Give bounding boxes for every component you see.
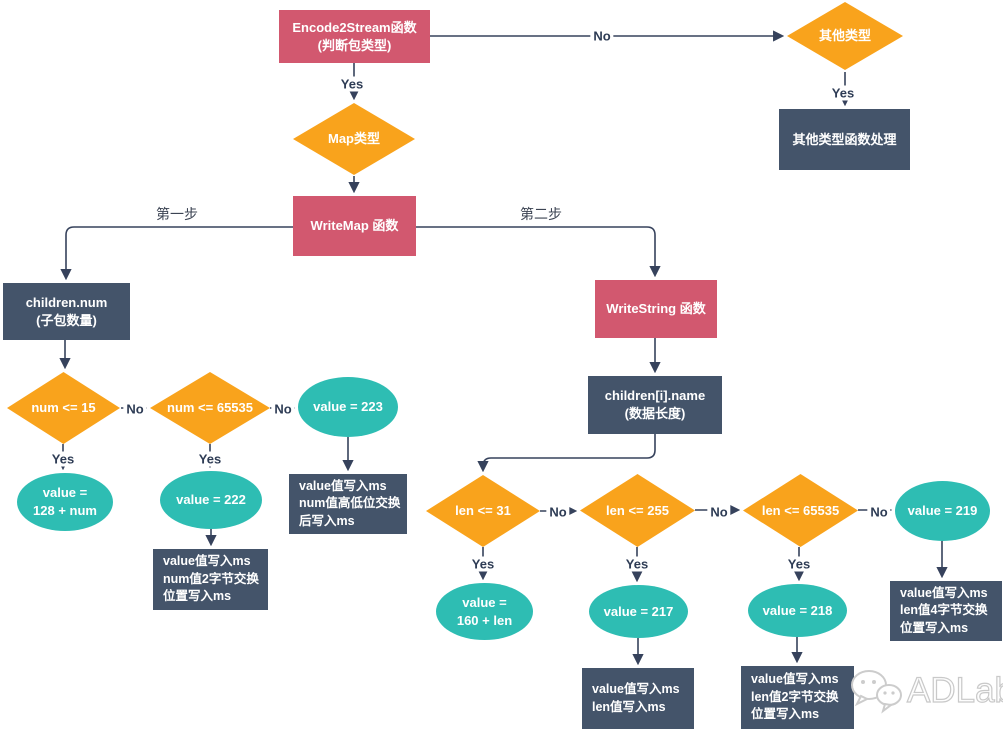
- node-write-217-line2: len值写入ms: [592, 699, 666, 714]
- node-write-217-action: value值写入ms len值写入ms: [582, 668, 694, 729]
- edge-label-yes-len255: Yes: [622, 556, 652, 572]
- node-children-name-line1: children[i].name: [604, 388, 706, 404]
- node-write-223-action: value值写入ms num值高低位交换 后写入ms: [289, 474, 407, 534]
- edge-label-no-encode: No: [590, 28, 614, 44]
- node-num-le-15-label: num <= 15: [31, 400, 96, 416]
- node-map-type-label: Map类型: [327, 131, 380, 147]
- node-write-222-line2: num值2字节交换: [163, 571, 259, 586]
- node-write-217-line1: value值写入ms: [592, 682, 680, 696]
- node-write-223-line1: value值写入ms: [299, 478, 387, 493]
- node-len-le-255-label: len <= 255: [606, 502, 669, 518]
- node-len-le-65535-decision: len <= 65535: [743, 474, 858, 547]
- node-value-160-line2: 160 + len: [456, 612, 513, 628]
- edge-label-yes-num15: Yes: [48, 451, 78, 467]
- node-encode2stream: Encode2Stream函数 (判断包类型): [279, 10, 430, 63]
- node-value-218-label: value = 218: [762, 602, 833, 618]
- node-other-handler: 其他类型函数处理: [779, 109, 910, 170]
- node-value-223-label: value = 223: [313, 399, 383, 415]
- edge-label-yes-encode: Yes: [337, 76, 367, 92]
- node-write-218-action: value值写入ms len值2字节交换 位置写入ms: [741, 666, 854, 729]
- node-write-219-line1: value值写入ms: [900, 585, 988, 600]
- node-map-type-decision: Map类型: [293, 103, 415, 175]
- edge-label-yes-othertype: Yes: [828, 85, 858, 101]
- node-num-le-65535-label: num <= 65535: [167, 400, 253, 416]
- node-writestring: WriteString 函数: [595, 280, 717, 338]
- edge-label-no-num15: No: [123, 401, 147, 417]
- node-write-218-line3: 位置写入ms: [751, 707, 820, 722]
- node-value-222: value = 222: [160, 471, 262, 529]
- node-len-le-255-decision: len <= 255: [580, 474, 695, 547]
- node-value-218: value = 218: [748, 584, 847, 637]
- node-write-219-action: value值写入ms len值4字节交换 位置写入ms: [890, 581, 1002, 641]
- node-value-223: value = 223: [298, 377, 398, 437]
- edge-label-yes-len31: Yes: [468, 556, 498, 572]
- node-len-le-65535-label: len <= 65535: [761, 502, 840, 518]
- edge-label-yes-num65535: Yes: [195, 451, 225, 467]
- adlab-watermark-text: ADLab: [907, 671, 1003, 710]
- node-num-le-65535-decision: num <= 65535: [150, 372, 270, 444]
- edge-childrenname-to-len31: [477, 434, 656, 473]
- node-value-219: value = 219: [895, 481, 990, 541]
- node-write-218-line2: len值2字节交换: [751, 689, 839, 704]
- node-value-128-plus-num: value = 128 + num: [17, 473, 113, 531]
- edge-label-no-len255: No: [707, 504, 731, 520]
- node-children-num: children.num (子包数量): [3, 283, 130, 340]
- node-children-num-line1: children.num: [25, 294, 108, 310]
- edge-writemap-to-writestring: [416, 226, 661, 278]
- node-value-128-line1: value =: [42, 485, 88, 501]
- edge-label-yes-len65535: Yes: [784, 556, 814, 572]
- node-other-handler-label: 其他类型函数处理: [792, 131, 897, 147]
- edge-label-step1: 第一步: [156, 206, 198, 222]
- node-children-num-line2: (子包数量): [36, 312, 97, 328]
- node-value-217: value = 217: [589, 585, 688, 638]
- node-value-222-label: value = 222: [176, 492, 246, 508]
- node-len-le-31-decision: len <= 31: [426, 475, 540, 547]
- node-write-219-line3: 位置写入ms: [900, 620, 969, 635]
- node-value-128-line2: 128 + num: [33, 503, 97, 518]
- node-write-223-line3: 后写入ms: [299, 513, 355, 528]
- node-children-name-line2: (数据长度): [624, 406, 686, 421]
- node-encode2stream-line2: (判断包类型): [317, 37, 392, 53]
- adlab-watermark: ADLab: [851, 670, 1003, 714]
- edge-label-step2: 第二步: [520, 206, 562, 222]
- node-value-160-plus-len: value = 160 + len: [436, 583, 533, 640]
- edge-writemap-to-childrennum: [60, 226, 293, 281]
- node-num-le-15-decision: num <= 15: [7, 372, 120, 444]
- node-write-222-action: value值写入ms num值2字节交换 位置写入ms: [153, 549, 268, 610]
- node-writemap-label: WriteMap 函数: [310, 218, 399, 234]
- node-encode2stream-line1: Encode2Stream函数: [292, 19, 417, 35]
- node-len-le-31-label: len <= 31: [455, 503, 511, 519]
- node-value-219-label: value = 219: [907, 503, 978, 519]
- node-value-217-label: value = 217: [603, 603, 674, 619]
- node-write-218-line1: value值写入ms: [751, 672, 839, 687]
- node-write-222-line1: value值写入ms: [163, 554, 251, 569]
- node-write-223-line2: num值高低位交换: [299, 496, 401, 511]
- node-write-219-line2: len值4字节交换: [900, 603, 988, 618]
- node-other-type-label: 其他类型: [818, 28, 871, 44]
- edge-label-no-len31: No: [546, 504, 570, 520]
- node-value-160-line1: value =: [462, 594, 507, 610]
- node-write-222-line3: 位置写入ms: [163, 589, 232, 604]
- node-children-name: children[i].name (数据长度): [588, 376, 722, 434]
- node-writestring-label: WriteString 函数: [606, 301, 706, 317]
- node-other-type-decision: 其他类型: [787, 2, 903, 70]
- node-writemap: WriteMap 函数: [293, 196, 416, 256]
- wechat-icon: [851, 670, 902, 714]
- edge-label-no-num65535: No: [271, 401, 295, 417]
- edge-label-no-len65535: No: [867, 504, 891, 520]
